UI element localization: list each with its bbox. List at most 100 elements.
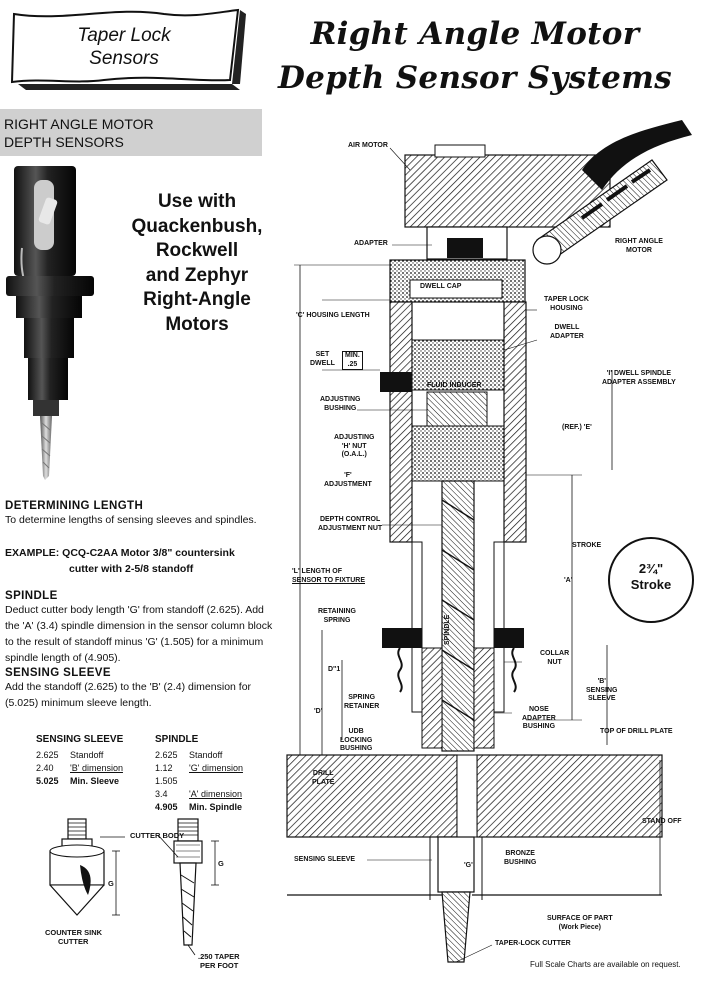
label-a-dimension: 'A'	[564, 577, 573, 584]
label-set-dwell: SET DWELL	[310, 351, 335, 368]
label-f-adjustment: 'F' ADJUSTMENT	[324, 472, 372, 489]
label-b-sleeve-3: SLEEVE	[587, 695, 616, 702]
determining-length-heading: DETERMINING LENGTH	[5, 500, 144, 512]
use-with-line-5: Right-Angle	[143, 289, 251, 310]
calc-spindle-row: 1.12 'G' dimension	[155, 762, 285, 775]
spindle-body: Deduct cutter body length 'G' from stand…	[5, 604, 273, 664]
label-drill-plate: DRILL PLATE	[312, 770, 334, 787]
label-stand-off: STAND OFF	[642, 818, 682, 825]
label-air-motor: AIR MOTOR	[348, 142, 388, 149]
section-header-line-2: DEPTH SENSORS	[4, 134, 124, 150]
title-line-1: Right Angle Motor	[310, 16, 640, 52]
spindle-section: SPINDLE Deduct cutter body length 'G' fr…	[5, 590, 280, 666]
label-nose-adapter-3: BUSHING	[522, 723, 556, 730]
label-spring-retainer-2: RETAINER	[344, 702, 380, 710]
label-countersink-2: CUTTER	[58, 937, 89, 946]
label-dwell-cap: DWELL CAP	[420, 283, 462, 290]
sensing-sleeve-heading: SENSING SLEEVE	[5, 667, 111, 679]
label-adjusting-nut-1: ADJUSTING	[334, 434, 375, 441]
sensing-sleeve-body: Add the standoff (2.625) to the 'B' (2.4…	[5, 681, 252, 709]
label-surface-of-part: SURFACE OF PART (Work Piece)	[547, 915, 613, 932]
label-udb-1: UDB	[348, 728, 364, 735]
label-bronze-1: BRONZE	[505, 850, 535, 857]
label-depth-control-2: ADJUSTMENT NUT	[318, 524, 383, 532]
stroke-badge: 2¾" Stroke	[608, 537, 694, 623]
label-udb-locking-bushing: UDB LOCKING BUSHING	[340, 728, 372, 754]
logo-line-1: Taper Lock	[77, 25, 171, 46]
calc-label: 'G' dimension	[189, 763, 243, 773]
use-with-block: Use with Quackenbush, Rockwell and Zephy…	[112, 190, 282, 337]
label-nose-adapter-2: ADAPTER	[522, 714, 556, 722]
label-udb-2: LOCKING	[340, 736, 373, 744]
label-i-dwell-spindle: 'I' DWELL SPINDLE ADAPTER ASSEMBLY	[602, 370, 676, 387]
label-collar-nut-2: NUT	[547, 658, 562, 666]
label-spring-retainer-1: SPRING	[348, 694, 376, 701]
page-title: Right Angle Motor Depth Sensor Systems	[250, 12, 700, 100]
cutter-drawings-svg	[49, 818, 219, 956]
label-adjusting-bushing-2: BUSHING	[324, 404, 357, 412]
spindle-heading: SPINDLE	[5, 590, 58, 602]
logo-ribbon: Taper Lock Sensors	[4, 4, 248, 90]
label-dwell-adapter-2: ADAPTER	[550, 332, 584, 340]
label-min-2: .25	[347, 360, 358, 368]
label-retaining-spring-1: RETAINING	[318, 608, 356, 615]
label-g-dimension: 'G'	[464, 862, 473, 869]
label-g-1: G	[108, 879, 114, 888]
label-spindle: SPINDLE	[444, 614, 451, 645]
label-top-drill-plate: TOP OF DRILL PLATE	[600, 728, 673, 735]
example-line-1: EXAMPLE: QCQ-C2AA Motor 3/8" countersink	[5, 547, 235, 559]
label-bronze-2: BUSHING	[504, 858, 537, 866]
logo-line-2: Sensors	[89, 48, 159, 69]
label-taper-lock-housing: TAPER LOCK HOUSING	[544, 296, 589, 313]
example-section: EXAMPLE: QCQ-C2AA Motor 3/8" countersink…	[5, 545, 280, 577]
calc-num: 4.905	[155, 802, 178, 812]
calc-num: 1.505	[155, 776, 178, 786]
label-taper-1: .250 TAPER	[198, 952, 240, 961]
label-f-adjustment-1: 'F'	[344, 472, 352, 479]
label-countersink: COUNTER SINK	[45, 928, 103, 937]
label-spring-retainer: SPRING RETAINER	[344, 694, 379, 711]
stroke-badge-value: 2¾"	[638, 561, 664, 576]
label-adjusting-bushing-1: ADJUSTING	[320, 396, 361, 403]
determining-length-body: To determine lengths of sensing sleeves …	[5, 514, 257, 526]
sensor-illustration	[6, 166, 94, 480]
label-taper-lock-housing-1: TAPER LOCK	[544, 296, 589, 303]
label-sensing-sleeve: SENSING SLEEVE	[294, 856, 356, 863]
label-collar-nut-1: COLLAR	[540, 650, 570, 657]
label-drill-plate-1: DRILL	[312, 770, 334, 777]
label-bronze-bushing: BRONZE BUSHING	[504, 850, 536, 867]
label-nose-adapter-1: NOSE	[529, 706, 549, 713]
label-min-1: MIN.	[345, 352, 360, 359]
use-with-line-6: Motors	[165, 313, 229, 335]
label-collar-nut: COLLAR NUT	[540, 650, 569, 667]
calc-label: Standoff	[70, 750, 104, 760]
calc-num: 1.12	[155, 763, 173, 773]
label-b-sleeve-1: 'B'	[597, 678, 606, 685]
calc-label: Standoff	[189, 750, 223, 760]
label-b-sensing-sleeve: 'B' SENSING SLEEVE	[586, 678, 618, 704]
label-b-sleeve-2: SENSING	[586, 686, 618, 694]
label-l-length-2: SENSOR TO FIXTURE	[292, 576, 365, 584]
sensing-sleeve-section: SENSING SLEEVE Add the standoff (2.625) …	[5, 667, 280, 711]
calc-label: 'B' dimension	[70, 763, 123, 773]
label-dwell-adapter: DWELL ADAPTER	[550, 324, 584, 341]
product-photo	[0, 158, 112, 488]
use-with-line-2: Quackenbush,	[131, 215, 263, 237]
label-i-dwell-1: 'I' DWELL SPINDLE	[606, 370, 672, 377]
label-min-dwell: MIN. .25	[342, 351, 363, 370]
label-taper-lock-cutter: TAPER-LOCK CUTTER	[495, 940, 571, 947]
label-l-length-1: 'L' LENGTH OF	[292, 568, 342, 575]
cutter-drawings: CUTTER BODY COUNTER SINK CUTTER .250 TAP…	[30, 815, 280, 975]
footnote: Full Scale Charts are available on reque…	[530, 960, 681, 969]
label-adjusting-nut-3: (O.A.L.)	[341, 451, 367, 458]
logo-ribbon-shape	[10, 8, 246, 90]
label-adjusting-nut: ADJUSTING 'H' NUT (O.A.L.)	[334, 434, 374, 460]
label-fluid-inducer: FLUID INDUCER	[427, 382, 482, 389]
label-retaining-spring-2: SPRING	[323, 616, 351, 624]
label-ref-e: (REF.) 'E'	[562, 424, 592, 431]
calc-sleeve-heading: SENSING SLEEVE	[36, 734, 124, 745]
determining-length-section: DETERMINING LENGTH To determine lengths …	[5, 500, 280, 528]
use-with-line-3: Rockwell	[155, 240, 239, 261]
